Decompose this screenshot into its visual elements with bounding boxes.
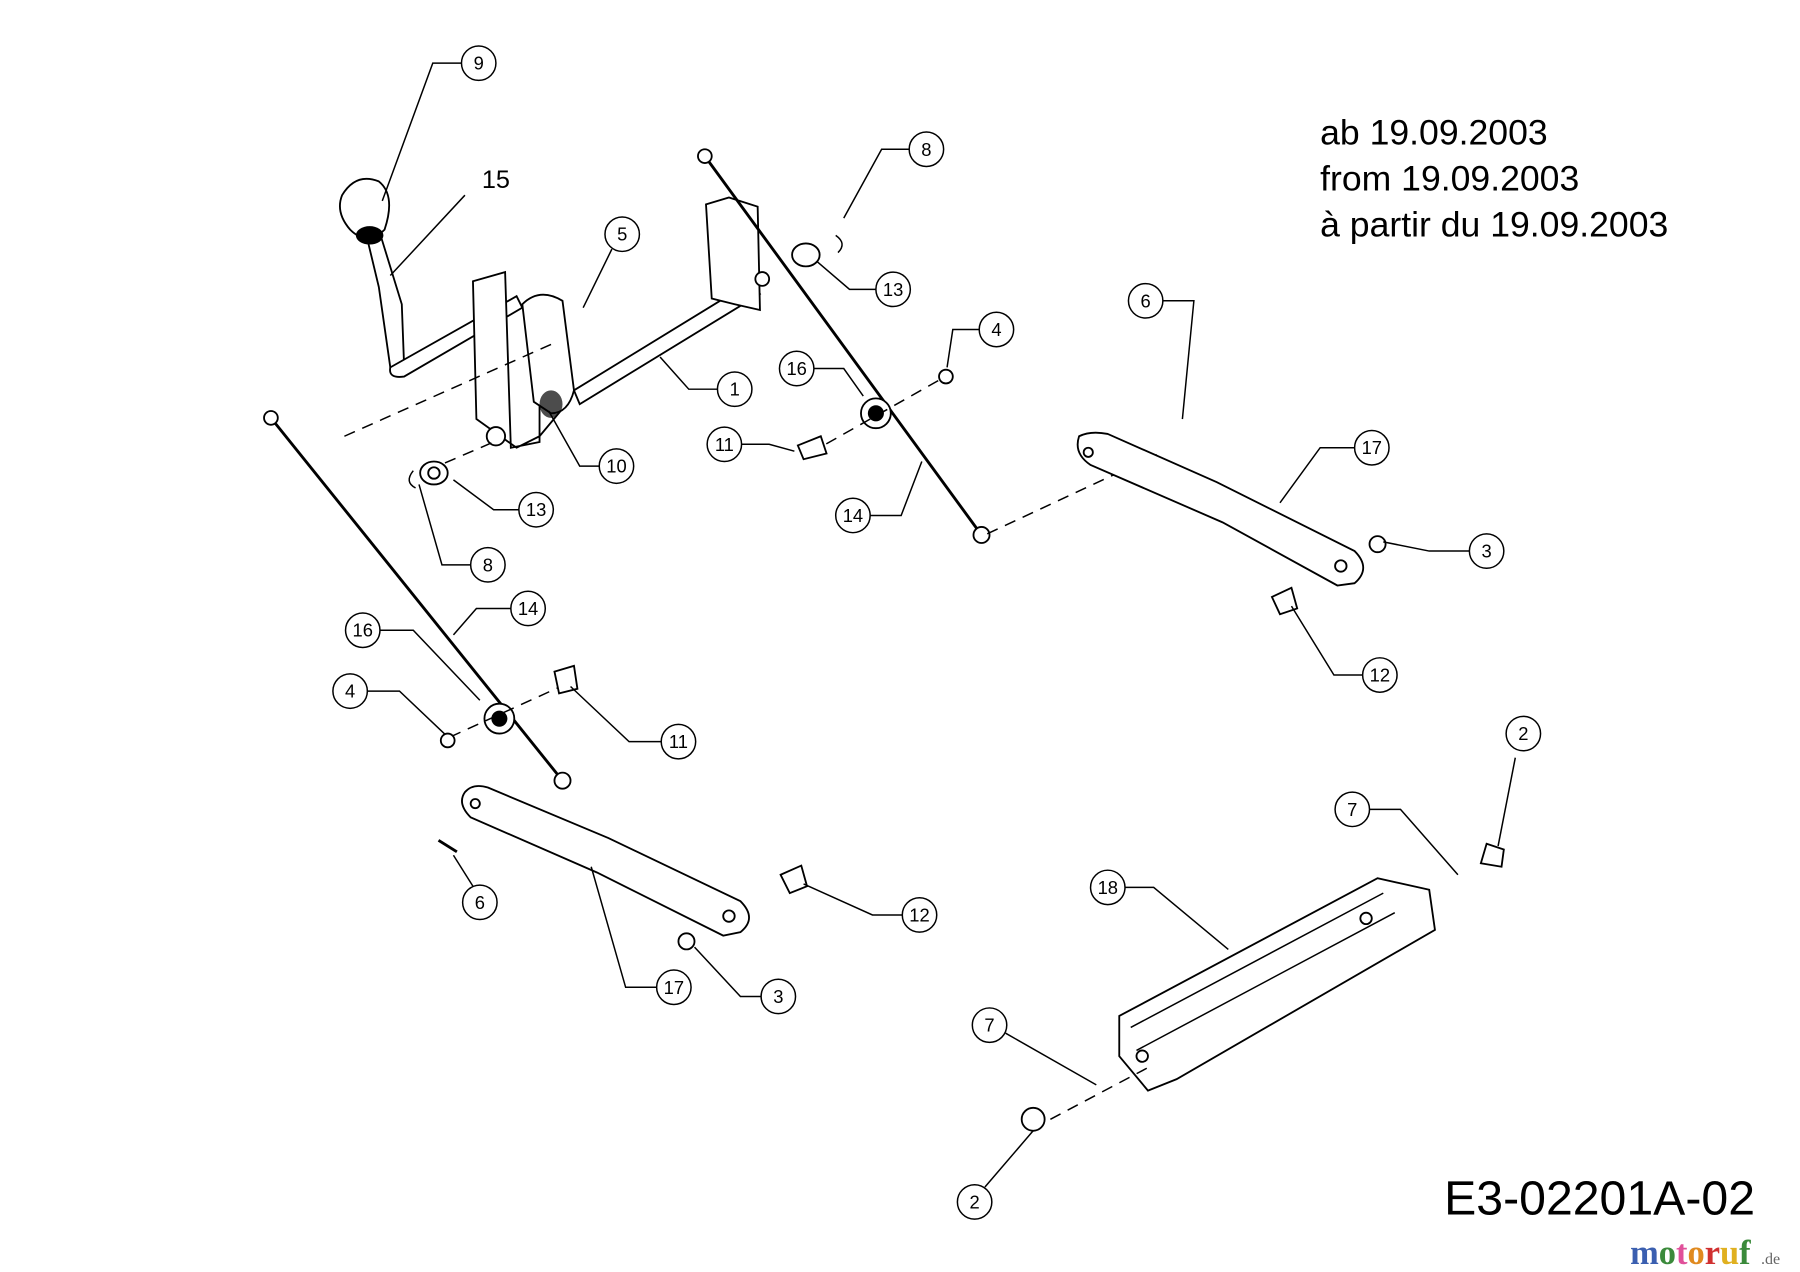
- callout-label: 3: [1481, 541, 1491, 562]
- callout-label: 12: [1370, 665, 1390, 686]
- callout-9[interactable]: 9: [381, 45, 497, 202]
- watermark-letter: t: [1676, 1234, 1688, 1272]
- callout-16[interactable]: 16: [778, 350, 864, 397]
- watermark-text: motoruf: [1630, 1234, 1751, 1272]
- callout-label: 11: [669, 731, 688, 752]
- callout-17[interactable]: 17: [590, 866, 692, 1006]
- drawing-code: E3-02201A-02: [1444, 1172, 1755, 1226]
- callout-10[interactable]: 10: [548, 410, 635, 485]
- callout-label: 6: [1141, 290, 1151, 311]
- callout-2[interactable]: 2: [1497, 715, 1542, 847]
- callout-13[interactable]: 13: [816, 261, 912, 308]
- callout-6[interactable]: 6: [1127, 282, 1195, 420]
- callout-label: 8: [921, 139, 931, 160]
- callout-12[interactable]: 12: [803, 883, 938, 933]
- watermark-letter: r: [1705, 1234, 1720, 1272]
- callout-label: 7: [984, 1015, 994, 1036]
- watermark-letter: o: [1687, 1234, 1704, 1272]
- callout-label: 2: [970, 1191, 980, 1212]
- callout-label: 8: [483, 554, 493, 575]
- callout-16[interactable]: 16: [344, 612, 481, 701]
- callout-label: 1: [730, 379, 740, 400]
- callout-2[interactable]: 2: [956, 1130, 1034, 1220]
- callout-label: 17: [1362, 437, 1382, 458]
- callout-label: 4: [345, 681, 355, 702]
- callout-17[interactable]: 17: [1279, 429, 1390, 504]
- callout-label: 11: [715, 434, 734, 455]
- callout-8[interactable]: 8: [418, 484, 506, 583]
- callout-7[interactable]: 7: [1334, 791, 1459, 876]
- watermark-suffix: .de: [1761, 1251, 1780, 1268]
- callout-label: 13: [883, 279, 903, 300]
- watermark-letter: m: [1630, 1234, 1659, 1272]
- callout-label: 16: [353, 620, 373, 641]
- callout-14[interactable]: 14: [452, 590, 547, 636]
- callout-label: 15: [482, 166, 510, 194]
- callout-label: 14: [843, 505, 863, 526]
- callout-14[interactable]: 14: [834, 461, 923, 534]
- callout-6[interactable]: 6: [452, 854, 498, 921]
- callout-7[interactable]: 7: [971, 1007, 1097, 1086]
- callout-label: 16: [786, 358, 806, 379]
- callout-label: 7: [1347, 799, 1357, 820]
- callout-1[interactable]: 1: [659, 356, 753, 408]
- callout-label: 6: [475, 892, 485, 913]
- callout-15[interactable]: 15: [389, 166, 510, 277]
- callout-13[interactable]: 13: [452, 479, 555, 528]
- callout-11[interactable]: 11: [706, 426, 795, 463]
- callout-label: 13: [526, 499, 546, 520]
- watermark-letter: u: [1720, 1234, 1739, 1272]
- validity-note-fr: à partir du 19.09.2003: [1320, 205, 1668, 245]
- callout-label: 3: [773, 986, 783, 1007]
- callout-label: 18: [1098, 877, 1118, 898]
- callout-8[interactable]: 8: [843, 131, 945, 219]
- callout-label: 4: [991, 319, 1001, 340]
- watermark-letter: f: [1739, 1234, 1751, 1272]
- callout-3[interactable]: 3: [693, 946, 797, 1015]
- callout-label: 17: [664, 977, 684, 998]
- callout-label: 2: [1518, 723, 1528, 744]
- validity-note-en: from 19.09.2003: [1320, 159, 1579, 199]
- watermark-logo: motoruf .de: [1630, 1234, 1780, 1272]
- callout-5[interactable]: 5: [582, 216, 641, 309]
- callout-4[interactable]: 4: [332, 673, 446, 736]
- validity-note-de: ab 19.09.2003: [1320, 113, 1548, 153]
- callout-18[interactable]: 18: [1089, 869, 1229, 950]
- callout-3[interactable]: 3: [1383, 533, 1505, 570]
- callout-label: 14: [518, 598, 538, 619]
- callout-label: 10: [606, 456, 626, 477]
- callout-12[interactable]: 12: [1290, 605, 1398, 693]
- callout-label: 9: [474, 53, 484, 74]
- callout-label: 12: [909, 904, 929, 925]
- callout-11[interactable]: 11: [570, 685, 697, 760]
- callouts: 1 2 2 3 3 4 4 5 6 6 7 7 8 8 9 10 11 11 1…: [332, 45, 1542, 1220]
- parts-drawing: [263, 148, 1505, 1132]
- watermark-letter: o: [1659, 1234, 1676, 1272]
- callout-label: 5: [617, 224, 627, 245]
- callout-4[interactable]: 4: [946, 311, 1015, 368]
